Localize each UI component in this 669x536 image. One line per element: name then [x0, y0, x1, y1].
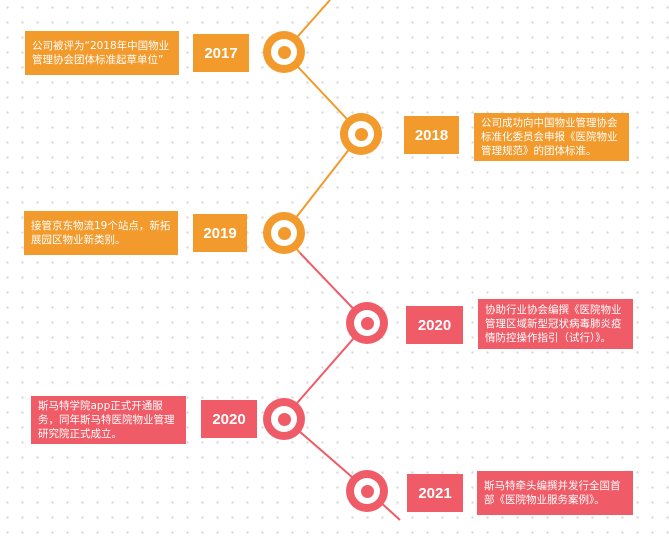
- event-description: 斯马特学院app正式开通服务，同年斯马特医院物业管理研究院正式成立。: [31, 396, 186, 444]
- timeline-node: [263, 31, 305, 73]
- timeline-node: [340, 113, 382, 155]
- event-description: 接管京东物流19个站点，新拓展园区物业新类别。: [24, 211, 178, 255]
- event-year-label: 2017: [193, 34, 249, 72]
- event-description: 协助行业协会编撰《医院物业管理区域新型冠状病毒肺炎疫情防控操作指引（试行）》。: [478, 299, 633, 349]
- event-year-label: 2018: [404, 116, 459, 154]
- event-year-label: 2019: [193, 214, 247, 252]
- timeline-node: [346, 302, 388, 344]
- event-description: 公司成功向中国物业管理协会标准化委员会申报《医院物业管理规范》的团体标准。: [474, 113, 629, 161]
- event-year-label: 2020: [201, 400, 257, 438]
- event-description: 公司被评为“2018年中国物业管理协会团体标准起草单位”: [25, 31, 179, 75]
- timeline-node: [346, 470, 388, 512]
- event-year-label: 2021: [407, 474, 463, 512]
- timeline-node: [263, 398, 305, 440]
- event-year-label: 2020: [406, 306, 463, 344]
- event-description: 斯马特牵头编撰并发行全国首部《医院物业服务案例》。: [477, 471, 633, 515]
- timeline-node: [263, 212, 305, 254]
